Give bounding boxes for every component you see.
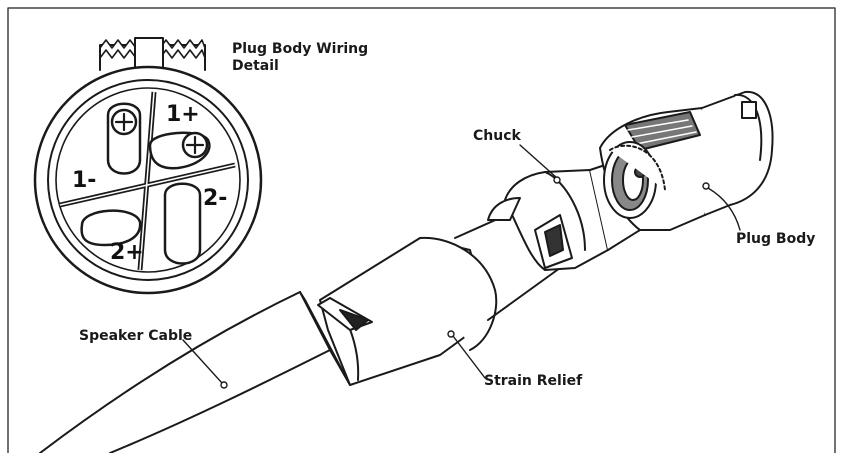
label-speaker-cable: Speaker Cable bbox=[79, 328, 193, 344]
wiring-detail-title-line2: Detail bbox=[232, 58, 279, 74]
pin-label-2-minus: 2- bbox=[203, 186, 228, 211]
plug-body bbox=[599, 90, 774, 231]
leader-speaker-cable bbox=[182, 339, 223, 384]
wiring-detail-title: Plug Body Wiring Detail bbox=[232, 41, 368, 75]
leader-lines bbox=[182, 144, 741, 389]
dot-chuck bbox=[553, 176, 561, 184]
strain-relief bbox=[299, 236, 498, 386]
leader-chuck bbox=[519, 144, 558, 179]
leader-strain-relief bbox=[452, 335, 486, 379]
pin-label-1-minus: 1- bbox=[72, 168, 97, 193]
diagram-frame bbox=[7, 7, 836, 454]
speaker-cable bbox=[39, 291, 331, 454]
label-plug-body: Plug Body bbox=[736, 231, 816, 247]
wiring-detail-title-line1: Plug Body Wiring bbox=[232, 41, 369, 57]
label-chuck: Chuck bbox=[473, 128, 521, 144]
chuck bbox=[487, 159, 641, 271]
leader-plug-body bbox=[707, 187, 741, 231]
pin-label-2-plus: 2+ bbox=[110, 240, 144, 265]
dot-plug-body bbox=[702, 182, 710, 190]
dot-strain-relief bbox=[447, 330, 455, 338]
wiring-detail bbox=[33, 37, 263, 295]
dot-speaker-cable bbox=[220, 381, 228, 389]
pin-label-1-plus: 1+ bbox=[166, 102, 200, 127]
label-strain-relief: Strain Relief bbox=[484, 373, 583, 389]
